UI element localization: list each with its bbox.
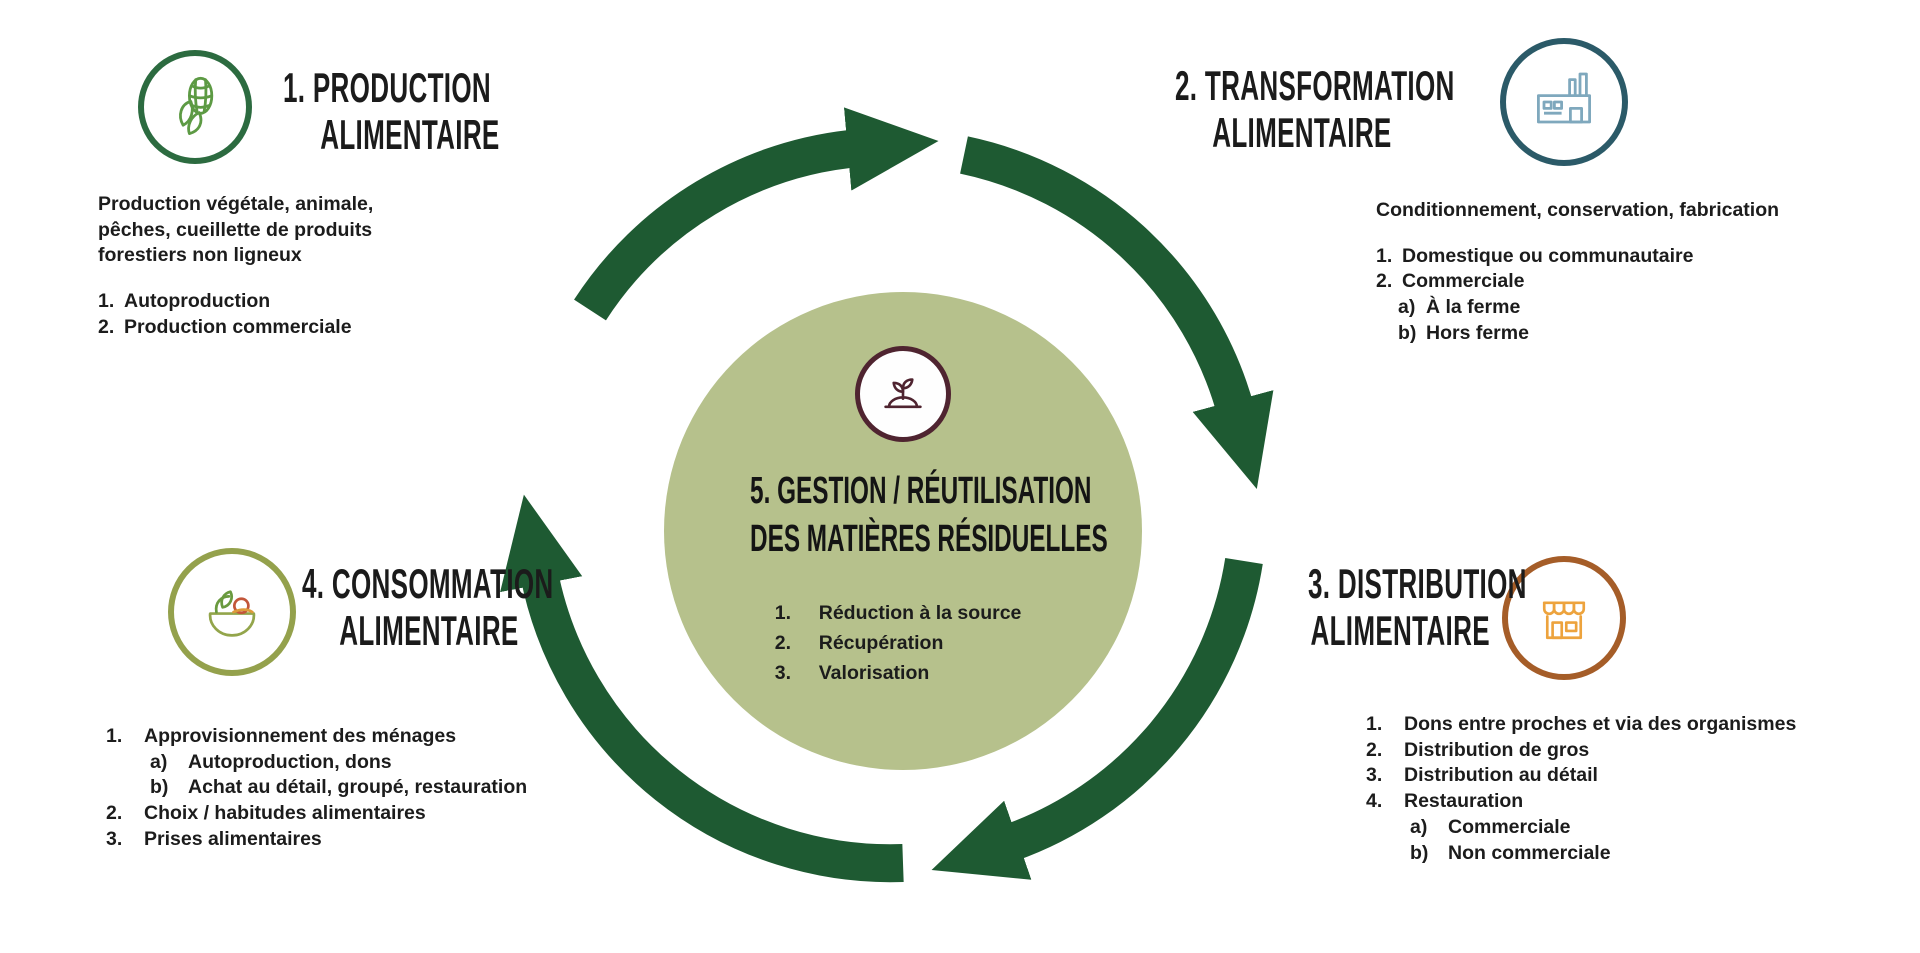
store-icon (1542, 601, 1586, 640)
list-item: b) Achat au détail, groupé, restauration (106, 775, 586, 801)
list-text: À la ferme (1426, 296, 1521, 319)
list-marker: 2. (106, 802, 123, 825)
list-marker: 4. (1366, 790, 1383, 813)
list-text: Prises alimentaires (144, 827, 322, 850)
list-marker: 3. (774, 662, 792, 685)
transformation-title-line1: 2. TRANSFORMATION (1175, 62, 1455, 109)
production-title-line1: 1. PRODUCTION (283, 64, 492, 111)
list-marker: 2. (1366, 738, 1383, 761)
list-text: Choix / habitudes alimentaires (144, 802, 426, 825)
corn-icon (179, 76, 214, 135)
transformation-icon-circle (1500, 38, 1628, 166)
list-marker: a) (1398, 296, 1416, 319)
list-marker: 3. (106, 827, 123, 850)
list-item: 2. Distribution de gros (1366, 738, 1896, 764)
center-title-line2: DES MATIÈRES RÉSIDUELLES (750, 517, 1108, 560)
list-item: 4. Restauration (1366, 789, 1896, 815)
list-text: Dons entre proches et via des organismes (1404, 713, 1797, 735)
list-marker: 1. (774, 602, 792, 624)
list-item: 2. Récupération (775, 628, 1022, 658)
list-text: Récupération (818, 632, 944, 655)
list-marker: 1. (98, 290, 115, 313)
center-title: 5. GESTION / RÉUTILISATION DES MATIÈRES … (750, 468, 1108, 563)
list-item: 2. Choix / habitudes alimentaires (106, 801, 586, 827)
list-item: 1. Dons entre proches et via des organis… (1366, 712, 1896, 738)
list-item: b) Hors ferme (1376, 321, 1856, 347)
list-text: Hors ferme (1426, 321, 1529, 344)
list-marker: a) (150, 750, 168, 773)
list-marker: b) (1398, 321, 1417, 344)
list-item: 3. Distribution au détail (1366, 763, 1896, 789)
transformation-title: 2. TRANSFORMATION ALIMENTAIRE (1175, 62, 1455, 156)
list-text: Approvisionnement des ménages (144, 725, 457, 747)
center-list: 1. Réduction à la source 2. Récupération… (775, 598, 1022, 689)
list-item: 2. Production commerciale (98, 315, 400, 341)
list-text: Autoproduction, dons (188, 750, 392, 773)
list-item: 2. Commerciale (1376, 269, 1856, 295)
list-marker: b) (1410, 841, 1429, 864)
list-item: 1. Autoproduction (98, 289, 400, 315)
list-item: a) À la ferme (1376, 295, 1856, 321)
list-marker: 2. (1376, 270, 1393, 293)
list-item: 3. Prises alimentaires (106, 827, 586, 853)
compost-plant-icon (884, 378, 922, 409)
food-bowl-icon (208, 590, 256, 637)
list-item: 1. Approvisionnement des ménages (106, 724, 586, 750)
list-item: 3. Valorisation (775, 658, 1022, 688)
consommation-title-line2: ALIMENTAIRE (339, 607, 519, 655)
list-item: a) Commerciale (1366, 815, 1896, 841)
transformation-description: Conditionnement, conservation, fabricati… (1376, 199, 1780, 221)
list-marker: 2. (774, 632, 792, 655)
center-badge (855, 346, 951, 442)
production-title-line2: ALIMENTAIRE (320, 111, 500, 159)
list-marker: b) (150, 776, 169, 799)
arrow-right-top (960, 136, 1274, 490)
list-text: Non commerciale (1448, 841, 1611, 864)
list-text: Valorisation (818, 662, 930, 685)
consommation-icon-circle (168, 548, 296, 676)
transformation-title-line2: ALIMENTAIRE (1212, 109, 1392, 157)
distribution-title: 3. DISTRIBUTION ALIMENTAIRE (1308, 560, 1527, 654)
center-circle: 5. GESTION / RÉUTILISATION DES MATIÈRES … (664, 292, 1142, 770)
list-item: b) Non commerciale (1366, 841, 1896, 867)
distribution-text: 1. Dons entre proches et via des organis… (1366, 712, 1896, 866)
arrow-left-bottom (500, 494, 904, 883)
arrow-right-bottom (931, 558, 1263, 880)
list-text: Réduction à la source (818, 602, 1022, 624)
list-text: Distribution de gros (1404, 738, 1590, 761)
list-marker: 1. (1366, 713, 1383, 735)
production-description: Production végétale, animale, pêches, cu… (98, 193, 374, 267)
list-text: Achat au détail, groupé, restauration (188, 776, 528, 799)
list-marker: 3. (1366, 764, 1383, 787)
list-item: 1. Réduction à la source (775, 598, 1022, 628)
list-text: Distribution au détail (1404, 764, 1598, 787)
list-item: 1. Domestique ou communautaire (1376, 244, 1856, 270)
list-text: Restauration (1404, 790, 1524, 813)
list-text: Domestique ou communautaire (1402, 244, 1694, 267)
list-marker: 1. (1376, 244, 1393, 267)
list-text: Autoproduction (124, 290, 271, 313)
production-text: Production végétale, animale, pêches, cu… (98, 192, 400, 341)
transformation-text: Conditionnement, conservation, fabricati… (1376, 198, 1856, 347)
list-marker: 1. (106, 725, 123, 747)
consommation-text: 1. Approvisionnement des ménages a) Auto… (106, 724, 586, 853)
consommation-title-line1: 4. CONSOMMATION (302, 560, 554, 607)
production-icon-circle (138, 50, 252, 164)
list-item: a) Autoproduction, dons (106, 750, 586, 776)
distribution-title-line2: ALIMENTAIRE (1310, 607, 1490, 655)
production-title: 1. PRODUCTION ALIMENTAIRE (283, 64, 500, 158)
consommation-title: 4. CONSOMMATION ALIMENTAIRE (302, 560, 554, 654)
factory-icon (1537, 72, 1591, 124)
list-text: Commerciale (1402, 270, 1525, 293)
distribution-title-line1: 3. DISTRIBUTION (1308, 560, 1527, 607)
arrow-top (574, 107, 939, 321)
distribution-icon-circle (1502, 556, 1626, 680)
list-text: Production commerciale (124, 315, 352, 338)
list-text: Commerciale (1448, 815, 1571, 838)
list-marker: a) (1410, 815, 1428, 838)
center-title-line1: 5. GESTION / RÉUTILISATION (750, 470, 1092, 512)
list-marker: 2. (98, 315, 115, 338)
